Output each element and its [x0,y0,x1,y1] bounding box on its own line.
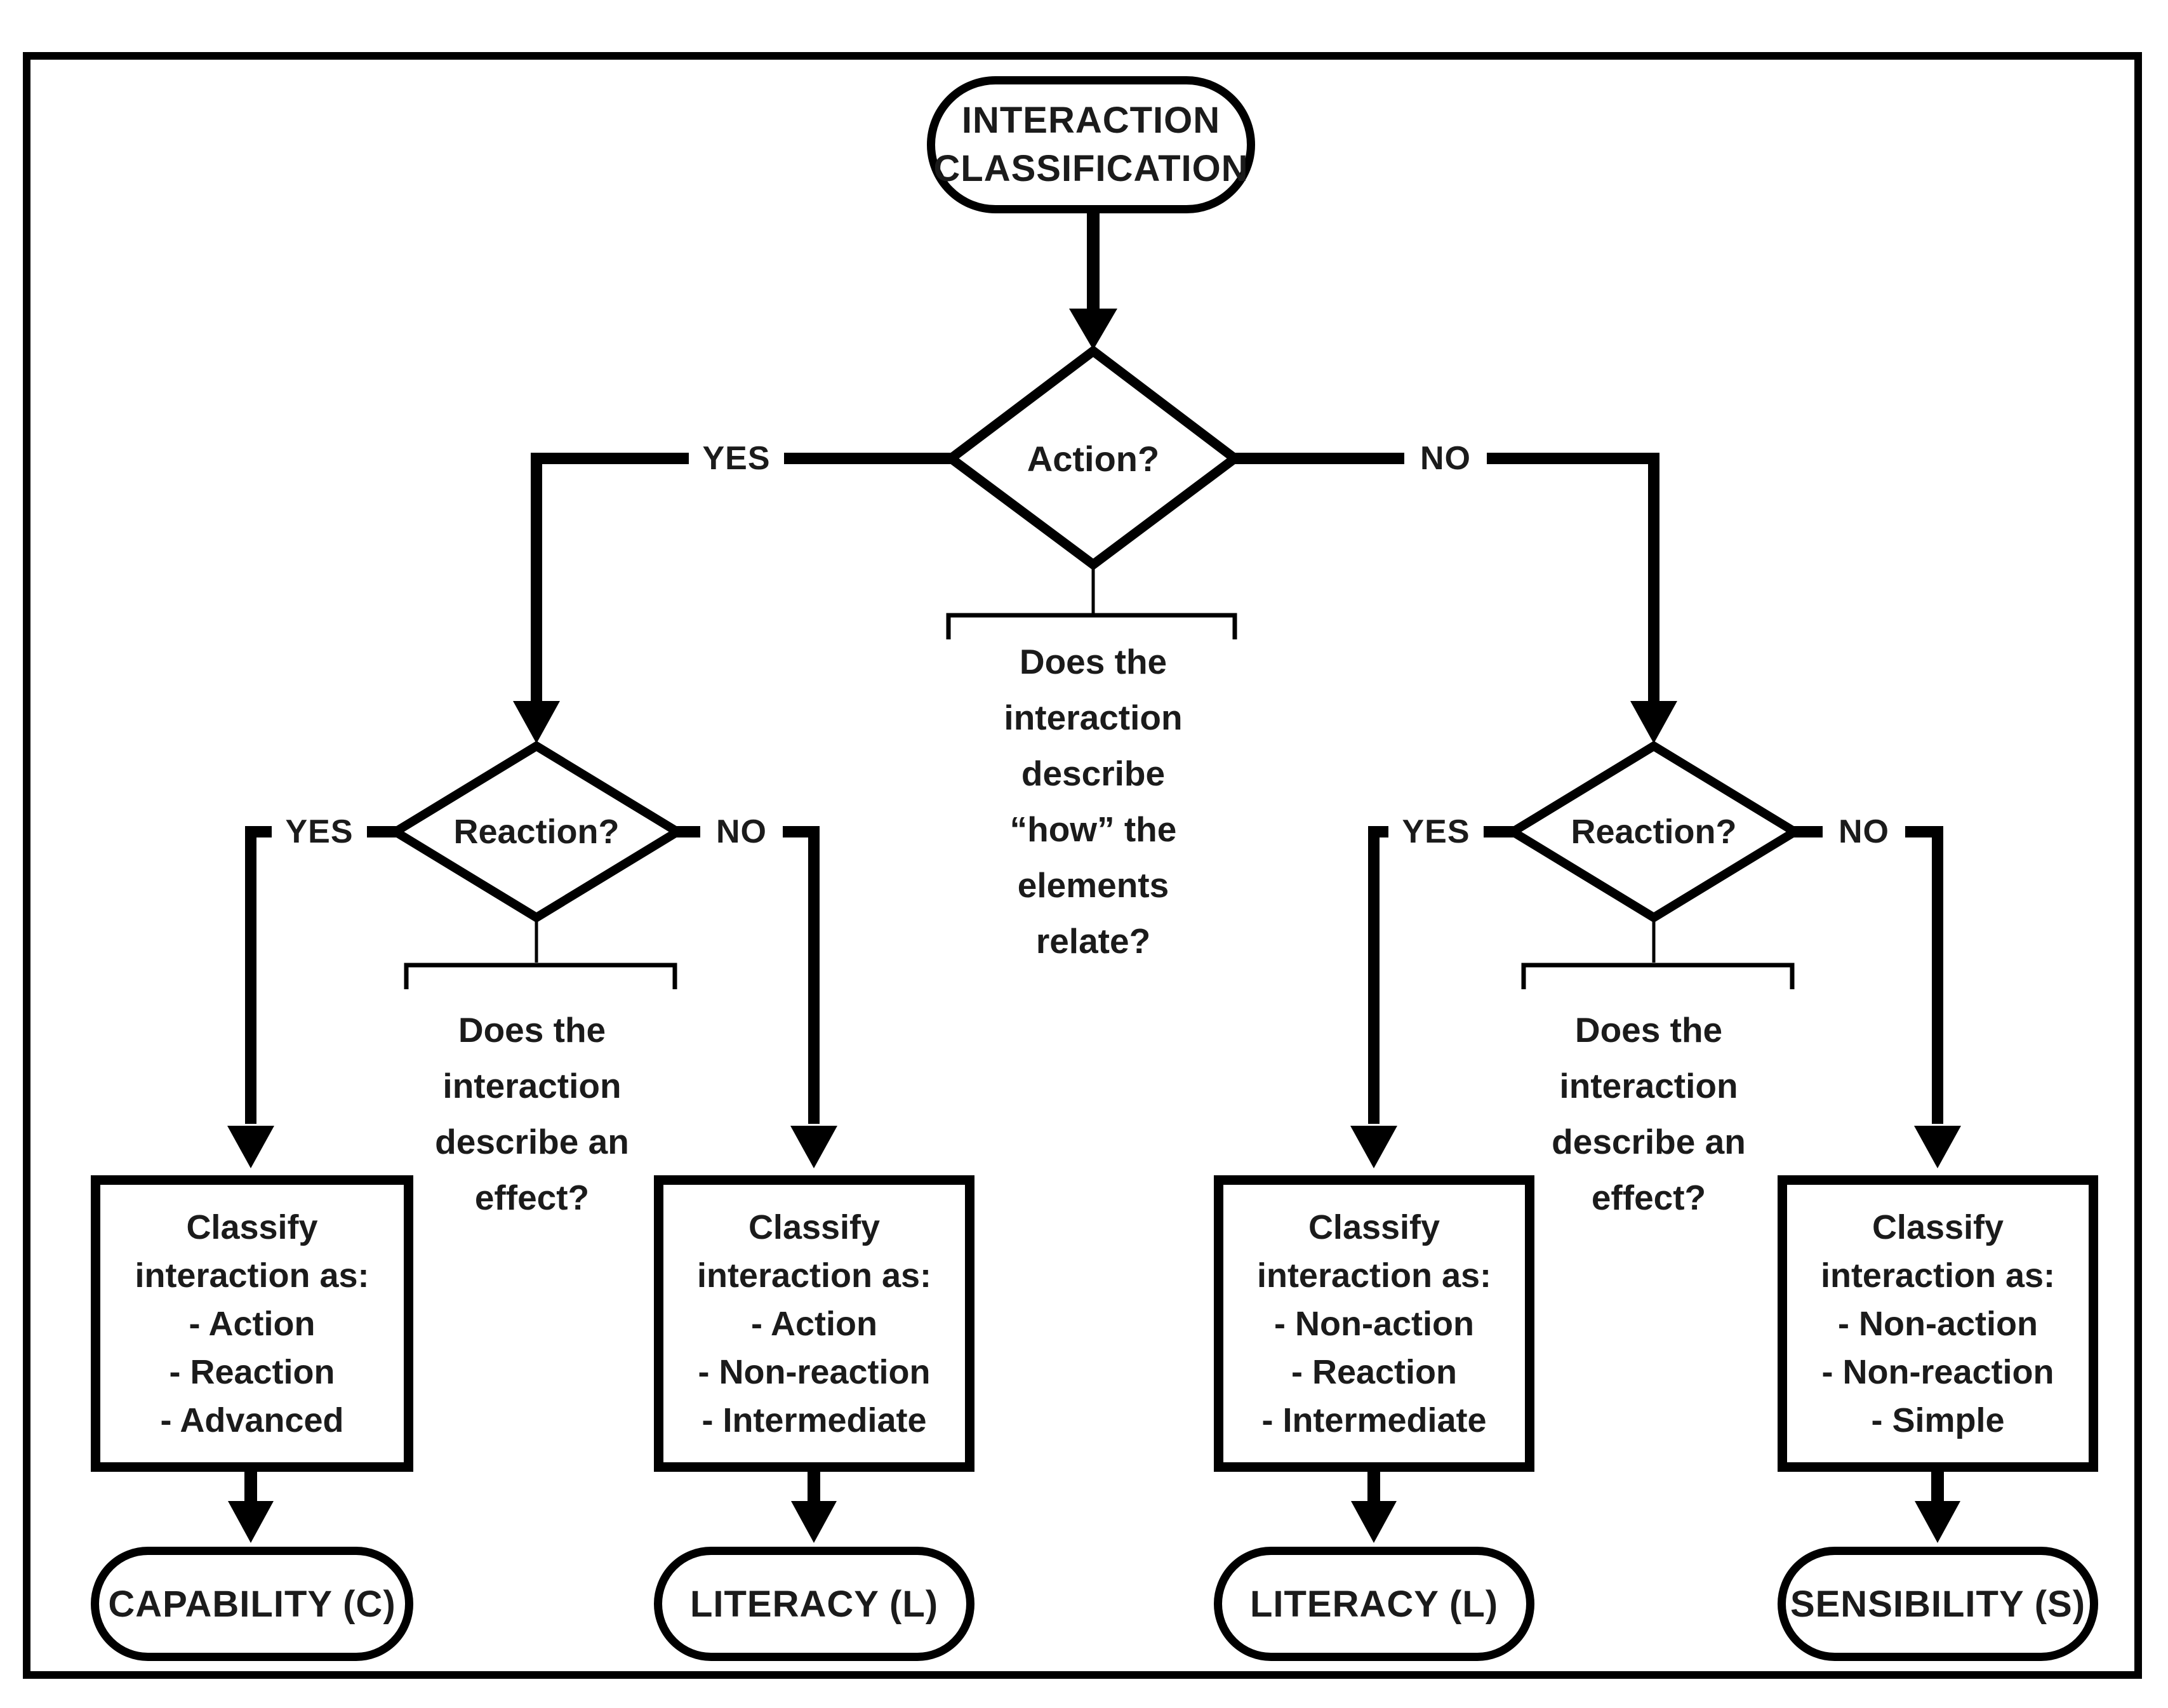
arrowhead-terminal-4 [1915,1501,1960,1543]
annotation-line: “how” the [1009,810,1177,849]
box-line: - Action [751,1304,877,1343]
outer-border [23,52,2142,1679]
reaction-right-diamond-shape [1504,740,1804,923]
edge-action-no [1234,453,1659,702]
classify-box-literacy-right: Classify interaction as: - Non-action - … [1214,1175,1534,1472]
terminal-literacy-right: LITERACY (L) [1214,1547,1534,1661]
classify-box-literacy-left: Classify interaction as: - Action - Non-… [654,1175,974,1472]
reaction-left-decision-label: Reaction? [453,813,620,851]
arrowhead-terminal-1 [228,1501,274,1543]
box-line: - Intermediate [702,1401,927,1439]
box-line: interaction as: [1820,1256,2056,1295]
arrowhead-into-action [1069,309,1117,350]
terminal-capability: CAPABILITY (C) [91,1547,413,1661]
annotation-line: interaction [442,1066,622,1105]
annotation-line: elements [1017,865,1169,905]
start-node-interaction-classification: INTERACTION CLASSIFICATION [927,76,1255,213]
box-line: - Reaction [1291,1352,1458,1391]
start-node-line: INTERACTION [961,100,1221,141]
box-line: - Intermediate [1261,1401,1487,1439]
classify-box-sensibility: Classify interaction as: - Non-action - … [1778,1175,2098,1472]
action-no-label: NO [1404,438,1487,479]
arrowhead-reaction-left-no [790,1126,837,1168]
box-line: - Action [189,1304,316,1343]
box-line: interaction as: [696,1256,932,1295]
box-line: - Simple [1871,1401,2005,1439]
reaction-left-no-label: NO [700,813,783,851]
arrowhead-reaction-left-yes [227,1126,274,1168]
annotation-line: Does the [1019,642,1167,681]
arrowhead-action-no [1630,701,1677,744]
edge-action-yes [531,453,952,702]
action-diamond-shape [943,345,1243,571]
arrowhead-reaction-right-yes [1350,1126,1397,1168]
reaction-right-annotation-bracket [1521,963,1795,989]
box-line: interaction as: [1256,1256,1492,1295]
annotation-line: interaction [1004,698,1183,737]
annotation-line: relate? [1035,921,1151,961]
arrowhead-reaction-right-no [1914,1126,1961,1168]
box-line: - Reaction [169,1352,335,1391]
box-line: Classify [748,1208,881,1246]
box-line: - Non-action [1838,1304,2038,1343]
annotation-line: interaction [1559,1066,1738,1105]
box-line: - Non-action [1274,1304,1474,1343]
box-line: Classify [186,1208,318,1246]
box-line: - Non-reaction [1821,1352,2054,1391]
box-line: Classify [1872,1208,2004,1246]
action-annotation: Does the interaction describe “how” the … [922,634,1265,969]
terminal-sensibility: SENSIBILITY (S) [1778,1547,2098,1661]
annotation-line: effect? [1591,1178,1706,1217]
annotation-line: effect? [474,1178,590,1217]
reaction-right-decision-label: Reaction? [1571,813,1737,851]
arrowhead-action-yes [513,701,560,744]
arrowhead-terminal-3 [1351,1501,1397,1543]
reaction-left-annotation-bracket [404,963,677,989]
reaction-left-yes-label: YES [272,813,367,851]
annotation-line: describe [1021,754,1166,793]
reaction-right-no-label: NO [1823,813,1905,851]
reaction-left-diamond-shape [387,740,686,923]
annotation-line: Does the [458,1010,606,1050]
edge-reaction-right-no [1793,826,1943,1124]
action-yes-label: YES [689,438,784,479]
annotation-line: Does the [1574,1010,1723,1050]
action-annotation-bracket [946,613,1237,639]
box-line: - Non-reaction [698,1352,931,1391]
start-node-line: CLASSIFICATION [933,148,1249,189]
terminal-literacy-left: LITERACY (L) [654,1547,974,1661]
reaction-right-yes-label: YES [1388,813,1484,851]
reaction-right-annotation: Does the interaction describe an effect? [1490,1002,1807,1225]
reaction-left-annotation: Does the interaction describe an effect? [373,1002,691,1225]
classify-box-capability: Classify interaction as: - Action - Reac… [91,1175,413,1472]
box-line: Classify [1308,1208,1440,1246]
box-line: - Advanced [160,1401,344,1439]
arrowhead-terminal-2 [791,1501,837,1543]
annotation-line: describe an [1552,1122,1746,1161]
box-line: interaction as: [135,1256,369,1295]
action-decision-label: Action? [1027,438,1160,479]
edge-reaction-left-no [676,826,820,1124]
annotation-line: describe an [435,1122,629,1161]
